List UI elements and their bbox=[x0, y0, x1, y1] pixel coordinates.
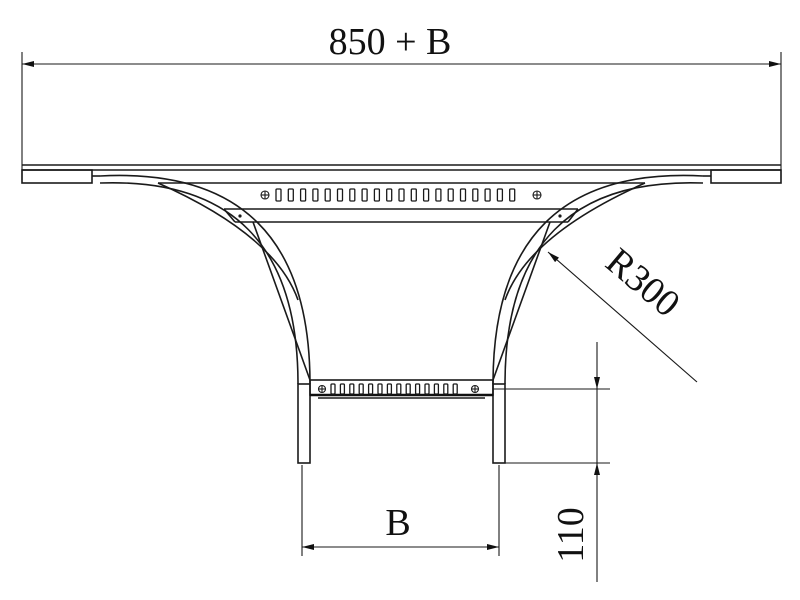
left-branch-leg bbox=[297, 383, 311, 464]
rung-slot bbox=[447, 188, 454, 202]
right-diagonal-brace bbox=[492, 221, 551, 381]
rung-slot bbox=[377, 383, 383, 395]
branch-width-dimension: B bbox=[301, 465, 500, 556]
branch-width-label: B bbox=[385, 502, 410, 544]
rung-slot bbox=[509, 188, 516, 202]
rung-slot bbox=[312, 188, 319, 202]
top-rung-right-bevel bbox=[567, 208, 579, 223]
rung-slot bbox=[414, 383, 421, 395]
right-branch-leg bbox=[492, 383, 506, 464]
rung-slot bbox=[386, 188, 393, 202]
top-rung bbox=[158, 182, 645, 223]
height-dimension: 110 bbox=[493, 342, 610, 582]
rung-slot bbox=[330, 383, 336, 395]
bottom-rung-slots bbox=[330, 383, 458, 395]
rung-slot bbox=[349, 383, 355, 395]
left-outer-curve-inner bbox=[99, 182, 299, 385]
branch-section bbox=[297, 379, 506, 464]
left-rail-end bbox=[21, 169, 93, 184]
rung-slot bbox=[435, 188, 442, 202]
right-outer-curve-inner bbox=[504, 182, 704, 385]
rung-slot bbox=[358, 383, 364, 395]
rung-slot bbox=[336, 188, 344, 202]
main-rail bbox=[21, 164, 782, 184]
rung-slot bbox=[443, 383, 449, 395]
rung-slot bbox=[472, 188, 479, 202]
rung-slot bbox=[452, 383, 458, 395]
left-diagonal-brace bbox=[252, 221, 311, 381]
rung-slot bbox=[433, 383, 440, 395]
rung-slot bbox=[405, 383, 411, 395]
rung-slot bbox=[361, 188, 368, 202]
top-rung-right-hole bbox=[532, 190, 542, 200]
rivet-dot bbox=[238, 214, 242, 218]
top-rung-slots bbox=[275, 188, 516, 202]
rung-slot bbox=[287, 188, 294, 202]
rung-slot bbox=[398, 188, 405, 202]
bottom-rung-left-hole bbox=[317, 384, 327, 394]
height-label: 110 bbox=[550, 507, 592, 563]
top-rung-left-bevel bbox=[223, 208, 236, 223]
radius-label: R300 bbox=[598, 240, 688, 325]
bottom-rung bbox=[309, 379, 494, 396]
right-inner-curve bbox=[504, 182, 646, 301]
rung-slot bbox=[484, 188, 491, 202]
rung-slot bbox=[339, 383, 346, 395]
rung-slot bbox=[299, 188, 307, 202]
rung-slot bbox=[396, 383, 402, 395]
rung-slot bbox=[496, 188, 504, 202]
overall-width-dimension: 850 + B bbox=[21, 21, 782, 180]
overall-width-label: 850 + B bbox=[329, 21, 452, 63]
rung-slot bbox=[386, 383, 393, 395]
bottom-rung-right-hole bbox=[470, 384, 480, 394]
top-rung-left-hole bbox=[260, 190, 270, 200]
right-rail-end bbox=[710, 169, 782, 184]
rung-slot bbox=[324, 188, 331, 202]
rung-slot bbox=[459, 188, 467, 202]
rung-slot bbox=[424, 383, 430, 395]
rung-slot bbox=[367, 383, 374, 395]
radius-leader-line bbox=[547, 251, 698, 383]
radius-dimension: R300 bbox=[547, 240, 698, 383]
left-inner-curve bbox=[157, 182, 299, 301]
rung-slot bbox=[349, 188, 356, 202]
curved-side-rails bbox=[99, 174, 704, 385]
rung-slot bbox=[373, 188, 381, 202]
rung-slot bbox=[275, 188, 282, 202]
rung-slot bbox=[410, 188, 417, 202]
rivet-dot bbox=[558, 214, 562, 218]
rung-slot bbox=[422, 188, 430, 202]
diagonal-braces bbox=[252, 221, 551, 381]
